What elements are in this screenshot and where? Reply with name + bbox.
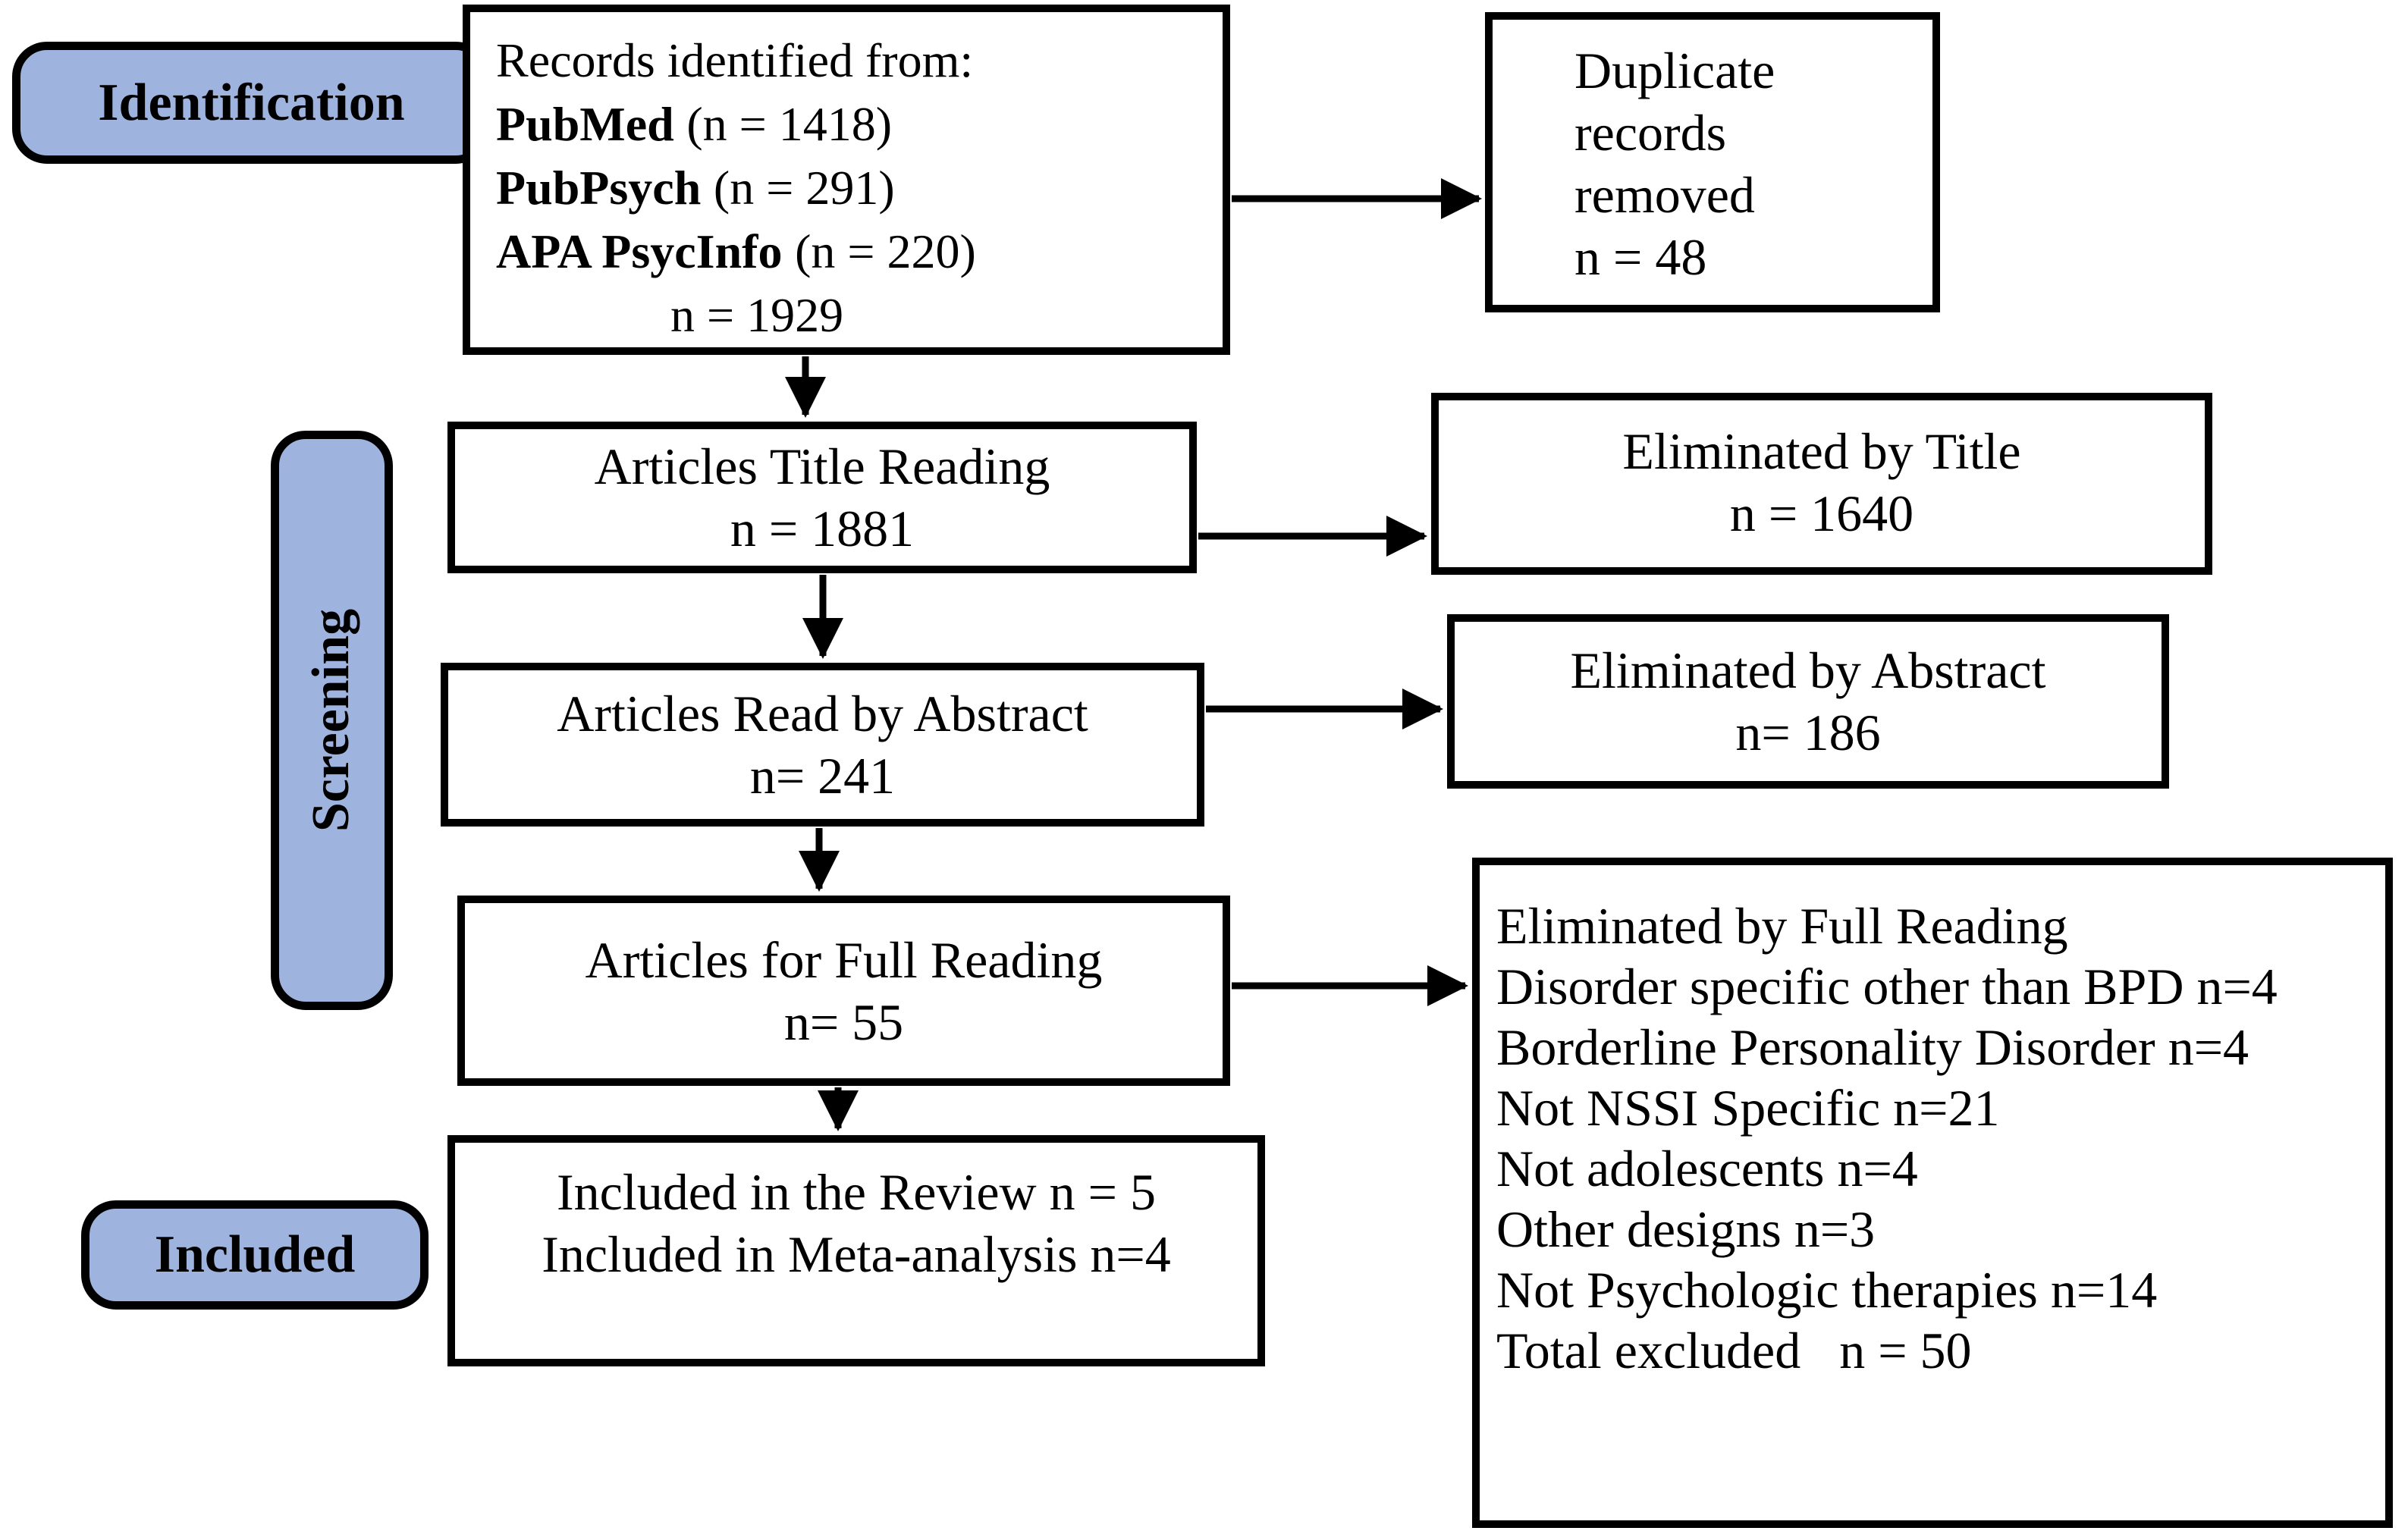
records-source-line: PubMed(n = 1418) bbox=[496, 93, 1215, 156]
box-line: n= 241 bbox=[749, 747, 896, 805]
stage-label-included: Included bbox=[154, 1225, 356, 1284]
box-line: Total excluded n = 50 bbox=[1496, 1322, 1972, 1379]
records-identified-box: Records identified from: PubMed(n = 1418… bbox=[463, 5, 1230, 355]
box-line: Duplicate bbox=[1574, 42, 1775, 99]
box-line: Eliminated by Title bbox=[1622, 422, 2021, 480]
box-line: Articles for Full Reading bbox=[585, 930, 1103, 989]
eliminated-by-abstract-box: Eliminated by Abstract n= 186 bbox=[1447, 614, 2169, 789]
abstract-reading-box: Articles Read by Abstract n= 241 bbox=[441, 663, 1204, 827]
box-line: Eliminated by Abstract bbox=[1570, 642, 2046, 699]
box-line: Included in Meta-analysis n=4 bbox=[542, 1225, 1171, 1283]
eliminated-by-full-reading-box: Eliminated by Full Reading Disorder spec… bbox=[1472, 858, 2393, 1528]
box-line: records bbox=[1574, 104, 1727, 162]
box-line: Eliminated by Full Reading bbox=[1496, 897, 2068, 955]
stage-pill-included: Included bbox=[81, 1200, 429, 1310]
source-count: (n = 291) bbox=[713, 161, 895, 215]
records-total-line: n = 1929 bbox=[670, 288, 844, 342]
title-reading-box: Articles Title Reading n = 1881 bbox=[447, 422, 1197, 573]
box-line: n = 1640 bbox=[1729, 485, 1914, 542]
stage-pill-identification: Identification bbox=[12, 42, 491, 164]
box-line: n= 186 bbox=[1735, 704, 1881, 761]
box-line: Not adolescents n=4 bbox=[1496, 1140, 1918, 1197]
duplicates-removed-box: Duplicate records removed n = 48 bbox=[1485, 12, 1940, 312]
full-reading-box: Articles for Full Reading n= 55 bbox=[457, 896, 1230, 1086]
source-name: PubPsych bbox=[496, 161, 702, 215]
records-source-line: PubPsych(n = 291) bbox=[496, 156, 1215, 220]
eliminated-by-title-box: Eliminated by Title n = 1640 bbox=[1431, 393, 2212, 575]
source-count: (n = 220) bbox=[795, 224, 976, 278]
box-line: Borderline Personality Disorder n=4 bbox=[1496, 1018, 2249, 1076]
stage-pill-screening: Screening bbox=[271, 431, 393, 1010]
included-in-review-box: Included in the Review n = 5 Included in… bbox=[447, 1135, 1265, 1366]
source-count: (n = 1418) bbox=[686, 97, 893, 151]
box-line: Included in the Review n = 5 bbox=[557, 1163, 1156, 1221]
source-name: APA PsycInfo bbox=[496, 224, 783, 278]
source-name: PubMed bbox=[496, 97, 674, 151]
box-line: Articles Title Reading bbox=[594, 438, 1050, 495]
box-line: Disorder specific other than BPD n=4 bbox=[1496, 958, 2278, 1015]
records-intro-line: Records identified from: bbox=[496, 33, 974, 87]
box-line: Articles Read by Abstract bbox=[557, 685, 1088, 742]
records-source-line: APA PsycInfo(n = 220) bbox=[496, 220, 1215, 284]
box-line: Not Psychologic therapies n=14 bbox=[1496, 1261, 2158, 1319]
stage-label-identification: Identification bbox=[98, 73, 405, 132]
box-line: removed bbox=[1574, 166, 1755, 224]
box-line: Other designs n=3 bbox=[1496, 1200, 1876, 1258]
box-line: n = 1881 bbox=[730, 500, 915, 557]
box-line: n = 48 bbox=[1574, 228, 1707, 286]
box-line: n= 55 bbox=[783, 993, 904, 1051]
box-line: Not NSSI Specific n=21 bbox=[1496, 1079, 2000, 1137]
